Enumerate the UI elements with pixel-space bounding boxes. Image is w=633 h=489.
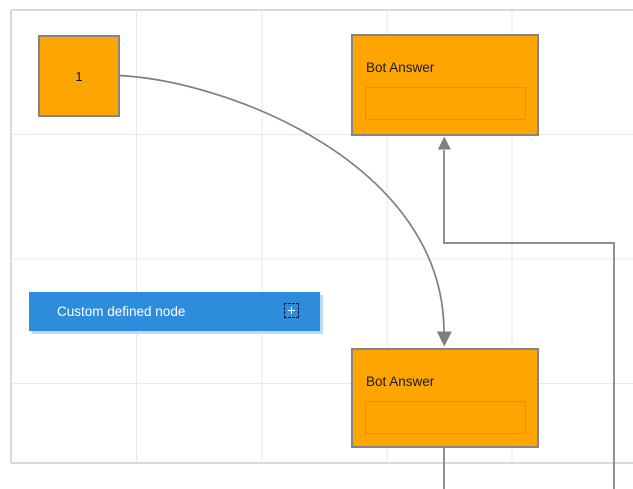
start-node[interactable]: 1 (38, 35, 120, 117)
arrowhead-down-icon (436, 331, 452, 347)
node-title: Bot Answer (366, 374, 435, 389)
custom-node-label: Custom defined node (57, 304, 186, 319)
node-title: Bot Answer (366, 60, 435, 75)
answer-field[interactable] (365, 401, 526, 434)
bot-answer-node-bottom[interactable]: Bot Answer (351, 348, 539, 448)
start-node-label: 1 (75, 68, 83, 84)
custom-defined-node[interactable]: Custom defined node + (29, 292, 320, 331)
plus-glyph: + (287, 302, 296, 318)
plus-icon[interactable]: + (284, 303, 299, 318)
edge-elbow-to-top[interactable] (443, 150, 615, 489)
bot-answer-node-top[interactable]: Bot Answer (351, 34, 539, 136)
answer-field[interactable] (365, 87, 526, 120)
arrowhead-up-icon (437, 136, 451, 150)
edge-curve-start-to-bottom[interactable] (118, 74, 445, 333)
